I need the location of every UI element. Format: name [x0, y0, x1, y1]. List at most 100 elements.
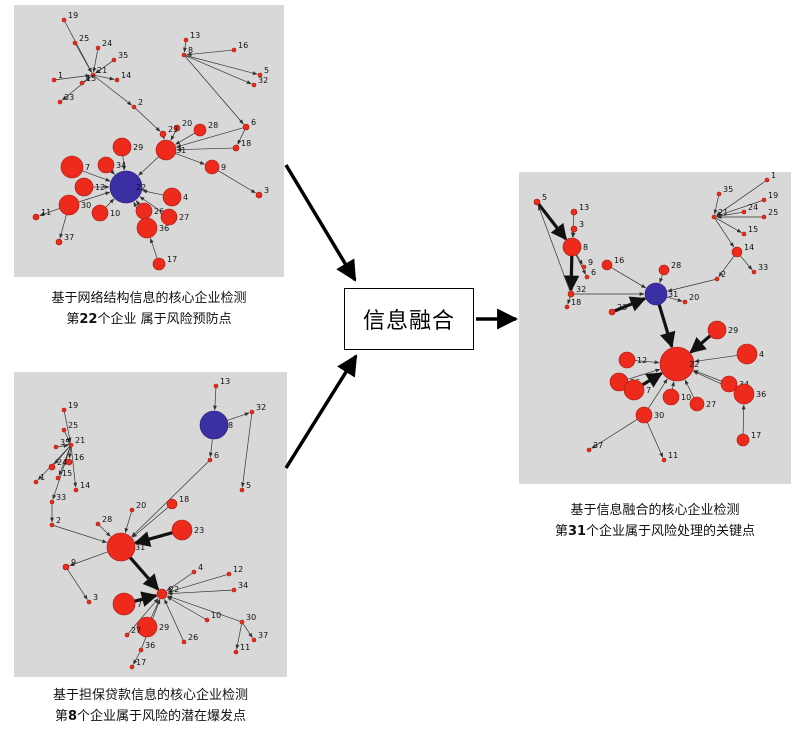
node-label-24: 24: [102, 39, 112, 48]
node-5: [533, 198, 541, 206]
node-17: [129, 664, 135, 670]
node-11: [233, 649, 239, 655]
node-15: [55, 475, 61, 481]
guarantee-caption-line2: 第8个企业属于风险的潜在爆发点: [54, 709, 247, 724]
node-28: [95, 521, 101, 527]
edge-8-5: [185, 55, 258, 76]
node-14: [73, 487, 79, 493]
node-30: [58, 194, 80, 216]
edge-26-22: [135, 200, 141, 206]
edge-14-33: [739, 255, 753, 271]
node-36: [136, 217, 158, 239]
edge-7-22: [82, 170, 111, 182]
edge-5-8: [537, 203, 568, 241]
node-label-5: 5: [542, 193, 547, 202]
node-label-13: 13: [220, 377, 230, 386]
node-9: [62, 563, 70, 571]
node-label-27: 27: [131, 626, 141, 635]
node-27: [689, 396, 705, 412]
edge-10-22: [671, 381, 675, 390]
node-label-25: 25: [68, 421, 78, 430]
node-20: [682, 299, 688, 305]
node-label-17: 17: [167, 255, 177, 264]
edge-26-22: [164, 599, 184, 641]
edge-31-22: [128, 556, 160, 591]
fused-caption: 基于信息融合的核心企业检测 第31个企业属于风险处理的关键点: [505, 500, 800, 542]
edge-30-11: [235, 623, 242, 650]
node-label-32: 32: [256, 403, 266, 412]
node-2: [49, 522, 55, 528]
node-31: [155, 139, 177, 161]
node-label-1: 1: [58, 71, 63, 80]
node-10: [204, 617, 210, 623]
node-label-15: 15: [86, 74, 96, 83]
edge-30-22: [78, 191, 111, 203]
edge-30-37: [242, 623, 253, 638]
node-label-7: 7: [646, 386, 651, 395]
guarantee-caption-line1: 基于担保贷款信息的核心企业检测: [52, 688, 248, 703]
edge-23-31: [614, 296, 647, 313]
node-17: [736, 433, 750, 447]
node-label-5: 5: [246, 481, 251, 490]
node-30: [239, 619, 245, 625]
node-25: [61, 427, 67, 433]
node-33: [49, 499, 55, 505]
node-10: [91, 204, 109, 222]
node-label-22: 22: [689, 360, 699, 369]
edge-31-9: [69, 551, 108, 566]
node-24: [95, 45, 101, 51]
node-label-21: 21: [97, 66, 107, 75]
node-label-35: 35: [60, 438, 70, 447]
edge-29-22: [689, 334, 712, 354]
edge-4-22: [694, 355, 738, 363]
node-12: [74, 177, 94, 197]
node-label-6: 6: [591, 268, 596, 277]
node-label-18: 18: [179, 495, 189, 504]
edge-21-33: [61, 75, 92, 101]
node-8: [199, 410, 229, 440]
edge-28-31: [175, 132, 196, 145]
node-label-4: 4: [198, 563, 203, 572]
edge-8-6: [208, 438, 213, 458]
node-17: [152, 257, 166, 271]
node-26: [135, 202, 153, 220]
node-32: [567, 290, 575, 298]
node-label-34: 34: [238, 581, 248, 590]
edge-14-2: [718, 255, 735, 277]
node-3: [255, 191, 263, 199]
node-6: [207, 457, 213, 463]
edge-30-22: [167, 595, 241, 622]
edge-12-22: [634, 360, 660, 365]
fused-caption-line1: 基于信息融合的核心企业检测: [570, 503, 740, 518]
node-label-13: 13: [190, 31, 200, 40]
node-label-30: 30: [654, 411, 664, 420]
node-label-9: 9: [588, 258, 593, 267]
node-29: [707, 320, 727, 340]
node-12: [226, 571, 232, 577]
node-27: [160, 208, 178, 226]
edge-9-3: [217, 170, 256, 194]
node-label-25: 25: [768, 208, 778, 217]
node-37: [251, 637, 257, 643]
node-label-7: 7: [85, 163, 90, 172]
edge-8-32: [563, 255, 580, 292]
edge-6-31: [176, 127, 244, 148]
node-23: [171, 519, 193, 541]
edge-2-23: [135, 108, 161, 132]
node-label-1: 1: [771, 172, 776, 180]
node-label-31: 31: [668, 290, 678, 299]
edge-2-31: [53, 525, 108, 543]
node-15: [741, 231, 747, 237]
node-31: [644, 282, 668, 306]
node-label-12: 12: [95, 183, 105, 192]
node-35: [716, 191, 722, 197]
arrow-network-to-fusion: [284, 164, 357, 282]
node-label-2: 2: [56, 516, 61, 525]
node-30: [635, 406, 653, 424]
edge-21-2: [94, 75, 133, 106]
edge-34-22: [110, 169, 115, 175]
node-label-11: 11: [41, 208, 51, 217]
node-label-24: 24: [748, 203, 758, 212]
